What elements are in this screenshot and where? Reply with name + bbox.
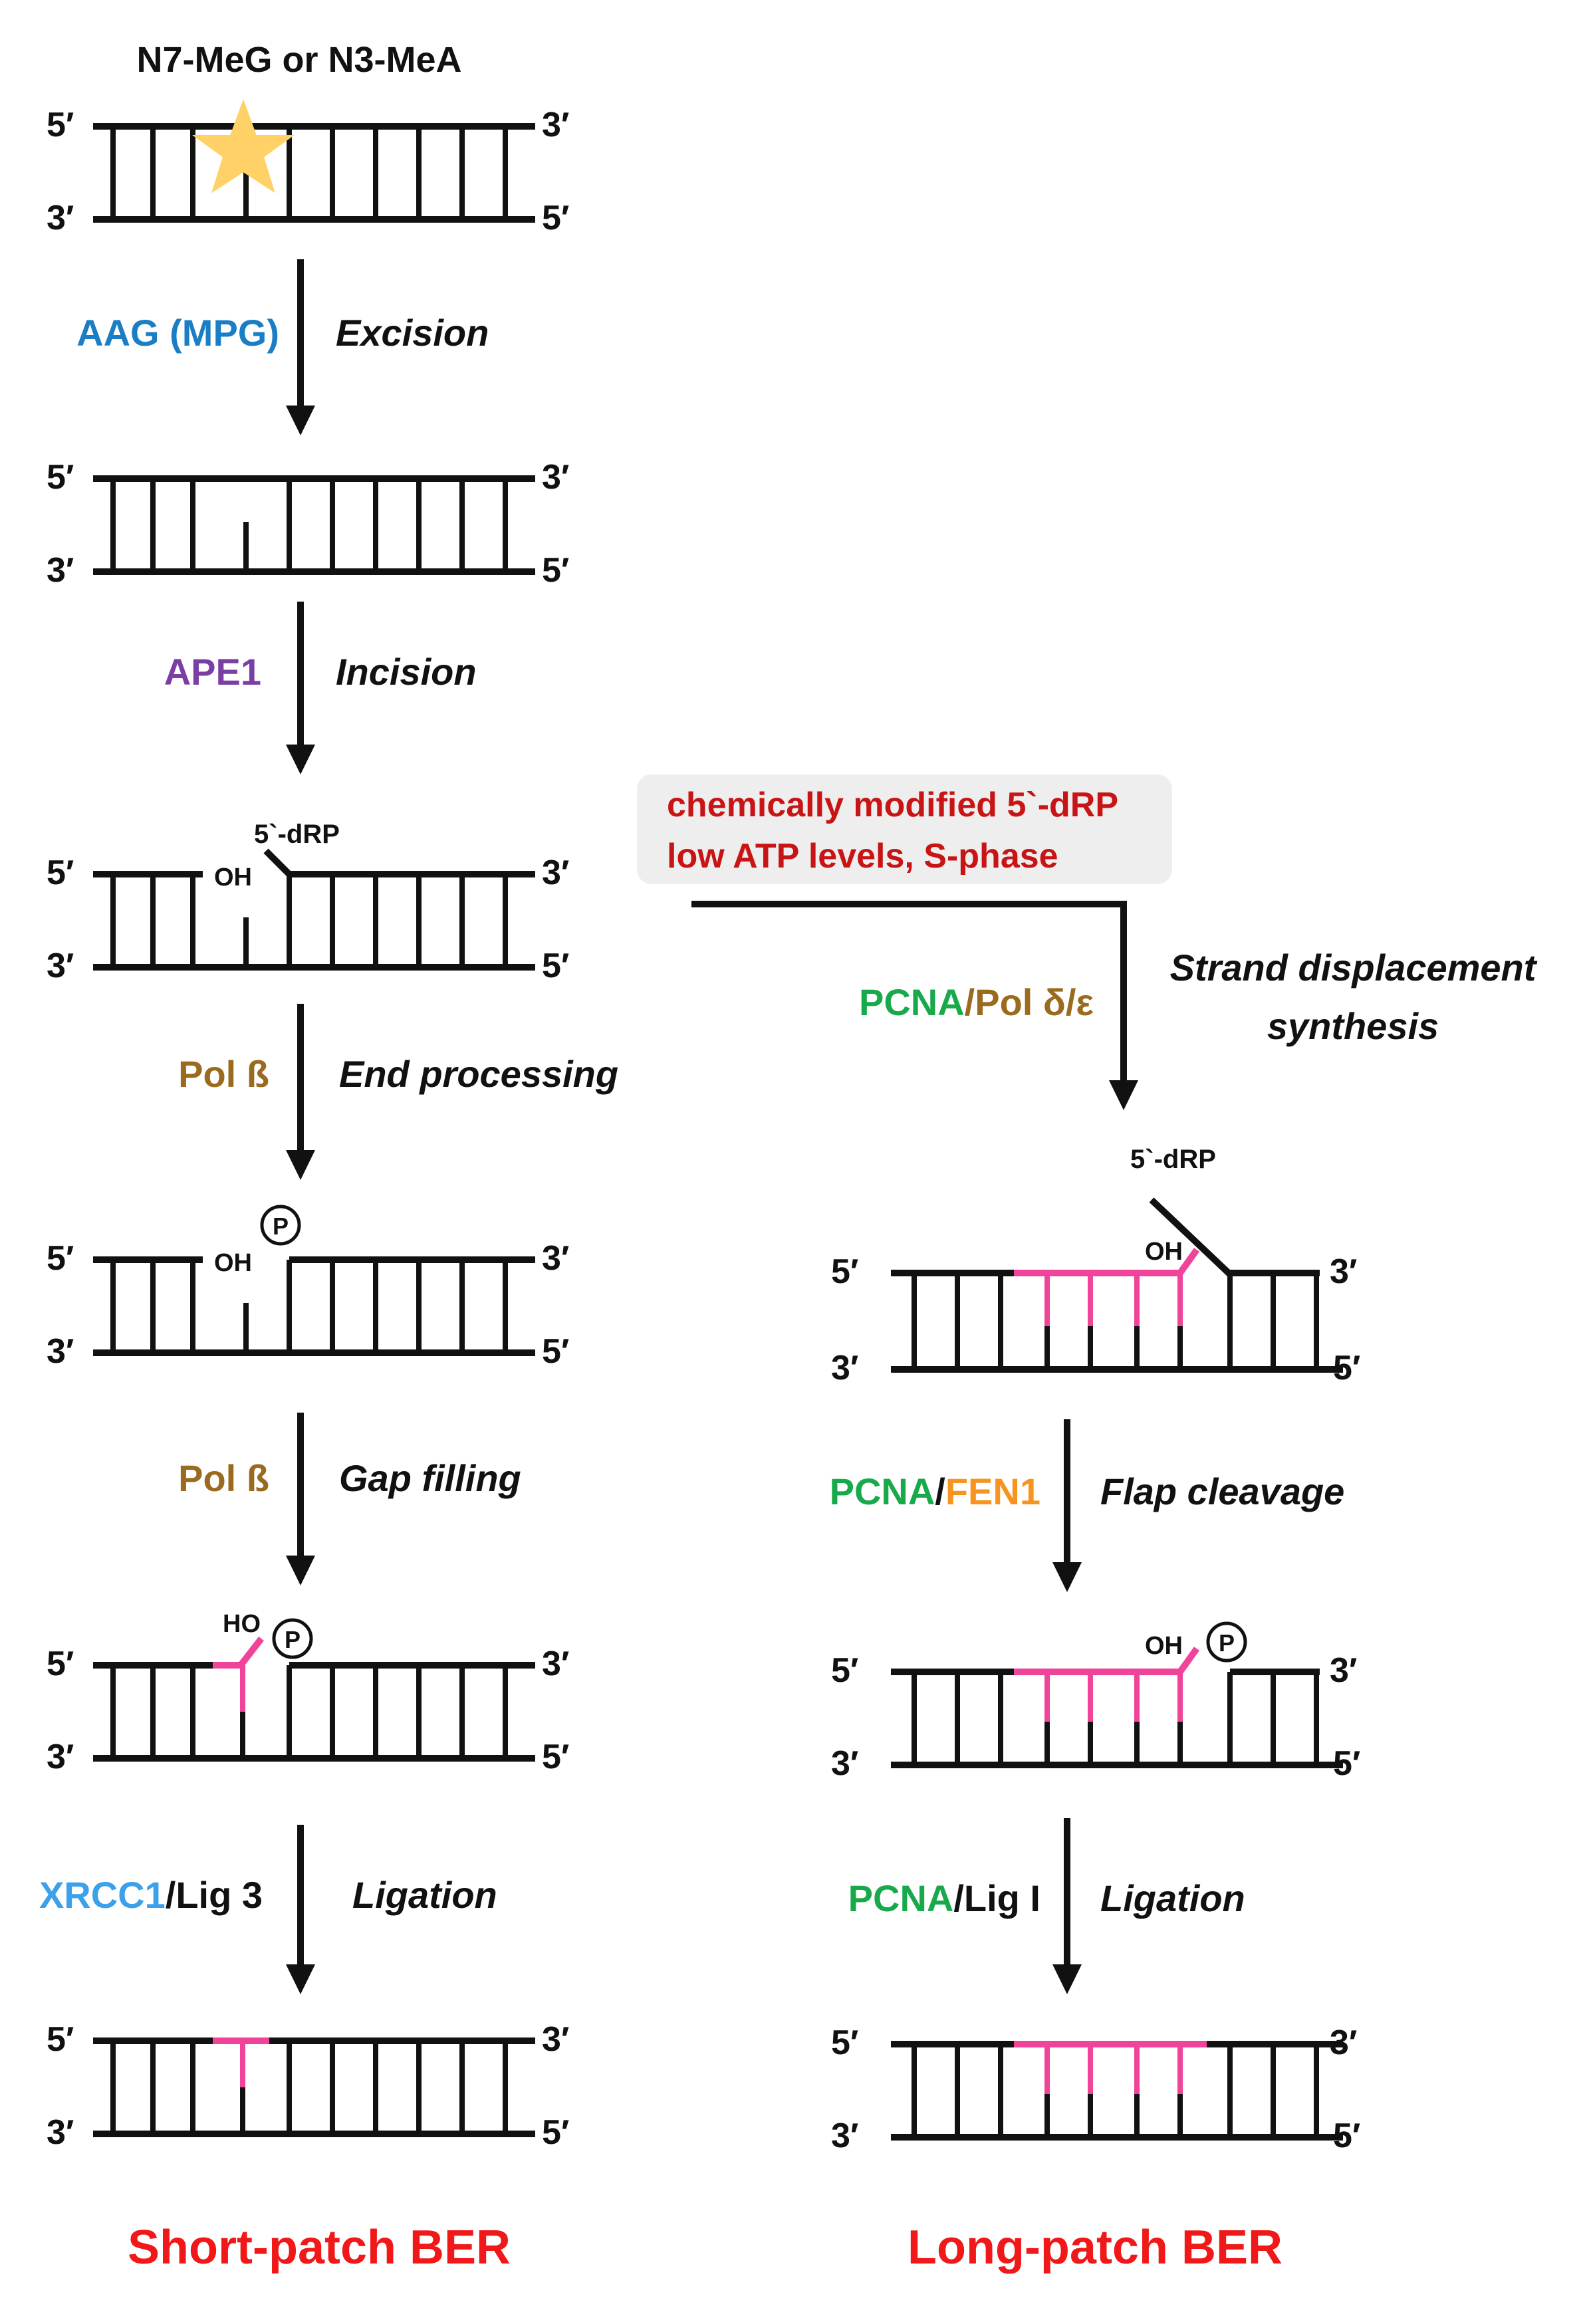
arrow-down-icon (286, 259, 315, 435)
step-label-strand-displacement-1: Strand displacement (1170, 947, 1538, 988)
oh-label: OH (1145, 1238, 1183, 1266)
arrow-down-icon (1109, 1080, 1138, 1110)
three-prime-label: 3′ (542, 2020, 569, 2059)
step-label-flap-cleavage: Flap cleavage (1100, 1470, 1344, 1512)
five-prime-label: 5′ (1333, 1349, 1360, 1387)
three-prime-label: 3′ (831, 1349, 858, 1387)
phosphate-icon: P (1206, 1621, 1247, 1663)
lesion-title: N7-MeG or N3-MeA (136, 40, 461, 80)
strand-end-labels: 5′ 3′ 3′ 5′ 5′ 3′ 3′ 5′ 5′ 3′ 3′ 5′ 5′ 3… (47, 106, 1360, 2155)
three-prime-label: 3′ (831, 1744, 858, 1783)
three-prime-label: 3′ (47, 1738, 74, 1776)
five-prime-label: 5′ (1333, 1744, 1360, 1783)
dna-abasic-site (93, 475, 535, 575)
five-prime-label: 5′ (831, 2024, 858, 2062)
arrow-down-icon (1052, 1419, 1082, 1592)
step-label-ligation: Ligation (352, 1874, 497, 1916)
five-prime-label: 5′ (47, 2020, 74, 2059)
dna-incised-drp: OH 5`-dRP (93, 820, 535, 971)
three-prime-label: 3′ (542, 106, 569, 144)
three-prime-label: 3′ (47, 2113, 74, 2152)
dna-gap-filled: HO P (93, 1610, 535, 1762)
oh-label: OH (1145, 1632, 1183, 1660)
enzyme-label-xrcc1-lig3: XRCC1/Lig 3 (39, 1874, 263, 1916)
phosphate-icon: P (272, 1618, 313, 1659)
drp-label: 5`-dRP (1130, 1145, 1216, 1174)
five-prime-label: 5′ (542, 2113, 569, 2152)
arrow-down-icon (286, 602, 315, 774)
branch-connector-arrow (691, 901, 1138, 1110)
five-prime-label: 5′ (831, 1252, 858, 1291)
dna-damaged-lesion (93, 99, 535, 223)
phosphate-label: P (285, 1626, 301, 1653)
three-prime-label: 3′ (47, 199, 74, 237)
three-prime-label: 3′ (47, 551, 74, 590)
step-label-ligation: Ligation (1100, 1877, 1245, 1919)
lesion-star-icon (191, 99, 295, 193)
three-prime-label: 3′ (1330, 1252, 1357, 1291)
dna-end-processed: OH P (93, 1205, 535, 1356)
three-prime-label: 3′ (47, 1332, 74, 1371)
oh-label: OH (214, 1249, 252, 1277)
five-prime-label: 5′ (542, 551, 569, 590)
branch-condition-line-1: chemically modified 5`-dRP (667, 786, 1118, 824)
five-prime-label: 5′ (47, 106, 74, 144)
five-prime-label: 5′ (47, 1239, 74, 1278)
three-prime-label: 3′ (831, 2117, 858, 2155)
enzyme-label-pcna-pol-delta-epsilon: PCNA/Pol δ/ε (859, 981, 1094, 1023)
arrow-down-icon (286, 1825, 315, 1994)
enzyme-label-ape1: APE1 (164, 651, 261, 693)
ho-label: HO (223, 1610, 261, 1638)
phosphate-label: P (1219, 1629, 1235, 1657)
branch-condition-line-2: low ATP levels, S-phase (667, 837, 1058, 875)
three-prime-label: 3′ (1330, 2024, 1357, 2062)
five-prime-label: 5′ (47, 458, 74, 497)
five-prime-label: 5′ (831, 1651, 858, 1690)
dna-strand-displacement: OH 5`-dRP (891, 1145, 1343, 1373)
pathway-label-short-patch: Short-patch BER (128, 2221, 511, 2274)
oh-label: OH (214, 864, 252, 891)
enzyme-label-aag: AAG (MPG) (76, 312, 279, 354)
drp-label: 5`-dRP (254, 820, 340, 849)
dna-flap-cleaved: OH P (891, 1621, 1343, 1768)
step-label-strand-displacement-2: synthesis (1267, 1005, 1439, 1047)
five-prime-label: 5′ (542, 199, 569, 237)
pathway-label-long-patch: Long-patch BER (908, 2221, 1282, 2274)
three-prime-label: 3′ (47, 947, 74, 985)
enzyme-label-pol-beta: Pol ß (178, 1053, 269, 1095)
three-prime-label: 3′ (542, 1645, 569, 1683)
long-patch-arrows (1052, 1419, 1082, 1994)
three-prime-label: 3′ (1330, 1651, 1357, 1690)
enzyme-label-pcna-fen1: PCNA/FEN1 (830, 1470, 1040, 1512)
three-prime-label: 3′ (542, 854, 569, 892)
five-prime-label: 5′ (542, 1332, 569, 1371)
enzyme-label-pol-beta: Pol ß (178, 1457, 269, 1499)
three-prime-label: 3′ (542, 1239, 569, 1278)
step-label-excision: Excision (336, 312, 489, 354)
dna-ligated-short-patch (93, 2037, 535, 2137)
three-prime-label: 3′ (542, 458, 569, 497)
five-prime-label: 5′ (47, 854, 74, 892)
short-patch-arrows (286, 259, 315, 1994)
phosphate-icon: P (260, 1205, 301, 1246)
step-label-incision: Incision (336, 651, 477, 693)
five-prime-label: 5′ (542, 947, 569, 985)
arrow-down-icon (1052, 1818, 1082, 1994)
dna-ligated-long-patch (891, 2041, 1343, 2141)
step-label-gap-filling: Gap filling (339, 1457, 521, 1499)
branch-condition-box: chemically modified 5`-dRP low ATP level… (637, 774, 1172, 884)
arrow-down-icon (286, 1413, 315, 1585)
five-prime-label: 5′ (542, 1738, 569, 1776)
phosphate-label: P (273, 1213, 289, 1240)
arrow-down-icon (286, 1004, 315, 1180)
five-prime-label: 5′ (47, 1645, 74, 1683)
enzyme-label-pcna-lig1: PCNA/Lig I (848, 1877, 1040, 1919)
five-prime-label: 5′ (1333, 2117, 1360, 2155)
step-label-end-processing: End processing (339, 1053, 618, 1095)
